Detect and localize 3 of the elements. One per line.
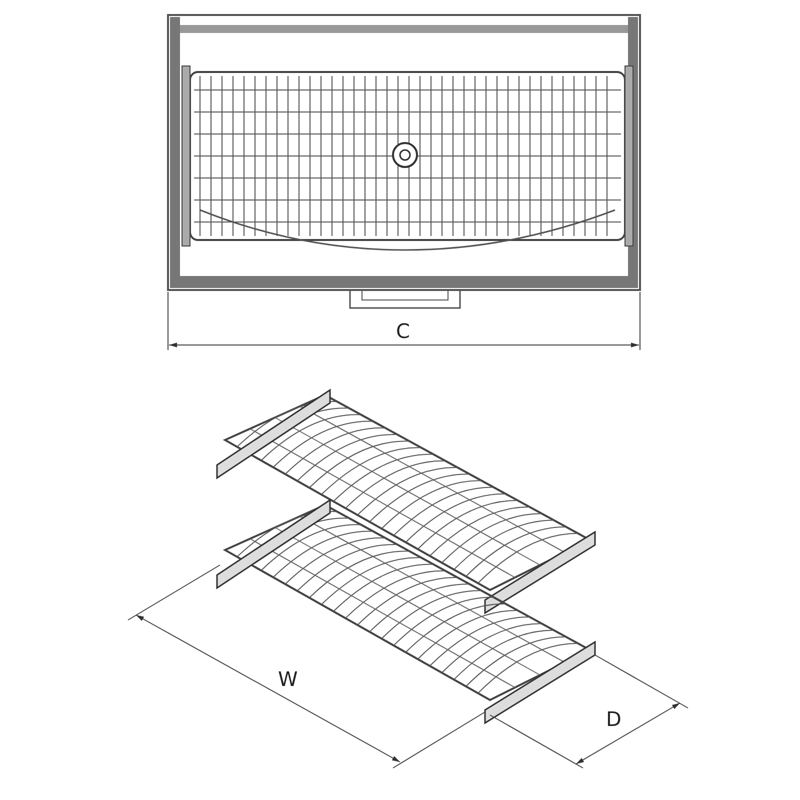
- dimension-label: C: [396, 320, 410, 342]
- dimension-label: D: [606, 708, 622, 730]
- dimension-label: W: [278, 668, 298, 690]
